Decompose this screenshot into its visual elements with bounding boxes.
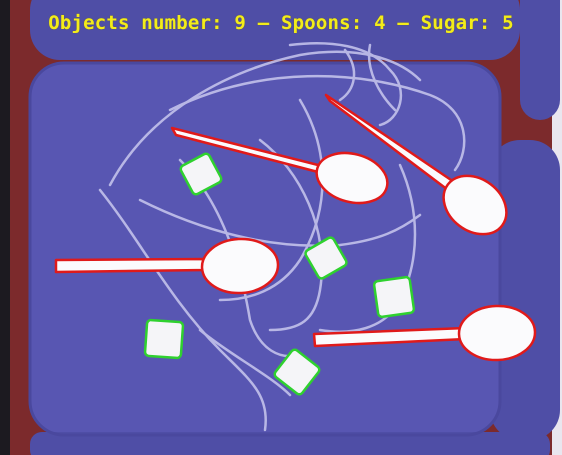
placemat-top (30, 0, 520, 60)
spoons (54, 93, 537, 362)
sugar-cube (304, 236, 348, 280)
spoon (312, 304, 537, 362)
sugar-cube (372, 275, 416, 319)
placemat-bottom (30, 432, 550, 455)
left-shadow (0, 0, 10, 455)
sugar-cube (143, 318, 185, 360)
sugar-cubes (143, 152, 416, 396)
sugar-cube (179, 152, 223, 196)
objects-count: 9 (234, 12, 247, 34)
separator: – (397, 12, 410, 34)
plastic-wrap (98, 42, 466, 432)
placemat-top-right (520, 0, 560, 120)
sugar-count: 5 (502, 12, 514, 34)
spoons-count: 4 (374, 12, 386, 34)
spoon (170, 126, 389, 205)
separator: – (257, 12, 270, 34)
sugar-cube (273, 348, 321, 396)
spoon (54, 237, 280, 295)
spoons-label: Spoons: (280, 12, 363, 34)
sugar-label: Sugar: (420, 12, 491, 34)
placemat-edge (28, 61, 502, 437)
spoon (324, 93, 508, 236)
detection-summary: Objects number: 9 – Spoons: 4 – Sugar: 5 (0, 12, 562, 34)
objects-label: Objects number: (48, 12, 223, 34)
